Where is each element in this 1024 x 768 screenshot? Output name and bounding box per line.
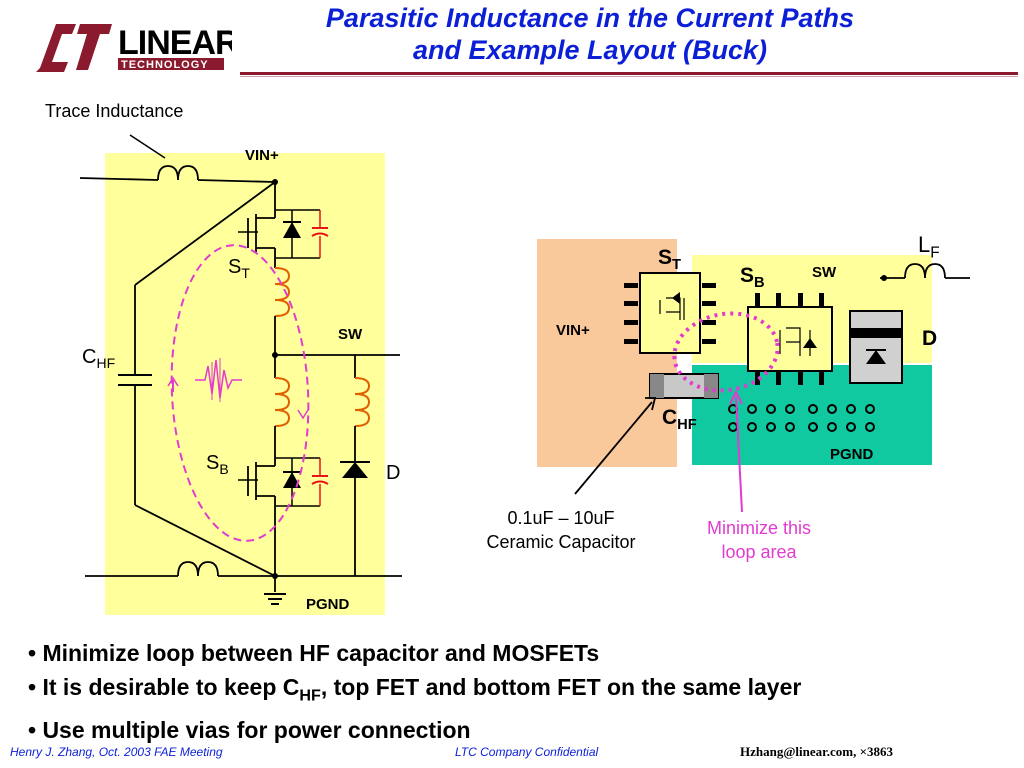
logo-subtext: TECHNOLOGY xyxy=(121,59,209,71)
footer-right: Hzhang@linear.com, ×3863 xyxy=(740,744,893,759)
layout-vin-label: VIN+ xyxy=(556,322,590,339)
pgnd-label: PGND xyxy=(306,596,350,613)
diode-label: D xyxy=(386,462,401,484)
cap-note: 0.1uF – 10uF Ceramic Capacitor xyxy=(486,508,636,552)
sb-label: SB xyxy=(206,452,229,477)
layout-lf-label: LF xyxy=(918,232,940,262)
layout-d-label: D xyxy=(922,327,938,350)
footer-left: Henry J. Zhang, Oct. 2003 FAE Meeting xyxy=(10,745,223,759)
vin-label: VIN+ xyxy=(245,147,279,164)
trace-inductance-label: Trace Inductance xyxy=(45,101,184,121)
layout-pgnd-label: PGND xyxy=(830,446,874,463)
footer-center: LTC Company Confidential xyxy=(455,745,599,759)
title-rule xyxy=(240,72,1018,75)
layout-st-label: ST xyxy=(658,246,681,274)
chf-label: CHF xyxy=(82,346,116,371)
bullet-2: • It is desirable to keep CHF, top FET a… xyxy=(28,674,802,705)
sw-label: SW xyxy=(338,326,363,343)
title-rule-shadow xyxy=(240,76,1018,77)
layout-sb-label: SB xyxy=(740,264,765,292)
layout-sw-label: SW xyxy=(812,264,837,281)
loop-note: Minimize this loop area xyxy=(706,518,812,562)
buck-schematic xyxy=(79,134,970,615)
page-title: Parasitic Inductance in the Current Path… xyxy=(325,3,855,65)
bullet-list: • Minimize loop between HF capacitor and… xyxy=(28,636,1018,747)
bullet-1: • Minimize loop between HF capacitor and… xyxy=(28,640,600,666)
st-label: ST xyxy=(228,256,250,281)
linear-logo: LINEAR TECHNOLOGY xyxy=(36,24,232,72)
logo-text: LINEAR xyxy=(118,24,232,62)
layout-chf-label: CHF xyxy=(662,406,697,434)
bullet-3: • Use multiple vias for power connection xyxy=(28,716,471,743)
